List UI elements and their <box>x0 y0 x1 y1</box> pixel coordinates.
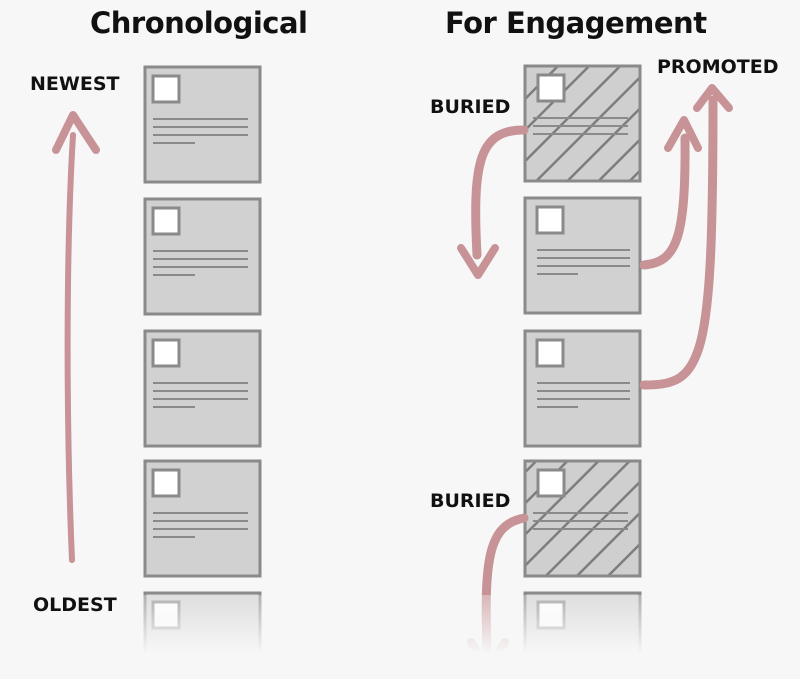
chronological-column <box>52 65 262 679</box>
promoted-arrow-short <box>639 116 702 270</box>
promoted-feed-card <box>523 196 642 315</box>
feed-card <box>143 197 262 316</box>
feed-card <box>143 459 262 578</box>
feed-card <box>143 329 262 448</box>
newest-label: NEWEST <box>30 73 120 95</box>
feed-card <box>143 65 262 184</box>
promoted-label: PROMOTED <box>657 56 779 78</box>
buried-arrow-top <box>457 125 529 279</box>
buried-label-top: BURIED <box>430 96 511 118</box>
buried-feed-card <box>523 459 642 578</box>
title-for-engagement: For Engagement <box>445 6 707 40</box>
newest-arrow <box>52 111 100 563</box>
promoted-feed-card <box>523 329 642 448</box>
bottom-fade <box>0 595 800 679</box>
title-chronological: Chronological <box>90 6 308 40</box>
oldest-label: OLDEST <box>33 594 117 616</box>
promoted-arrow-long <box>639 84 733 390</box>
engagement-column <box>457 64 733 679</box>
buried-feed-card <box>523 64 642 183</box>
buried-label-bottom: BURIED <box>430 490 511 512</box>
